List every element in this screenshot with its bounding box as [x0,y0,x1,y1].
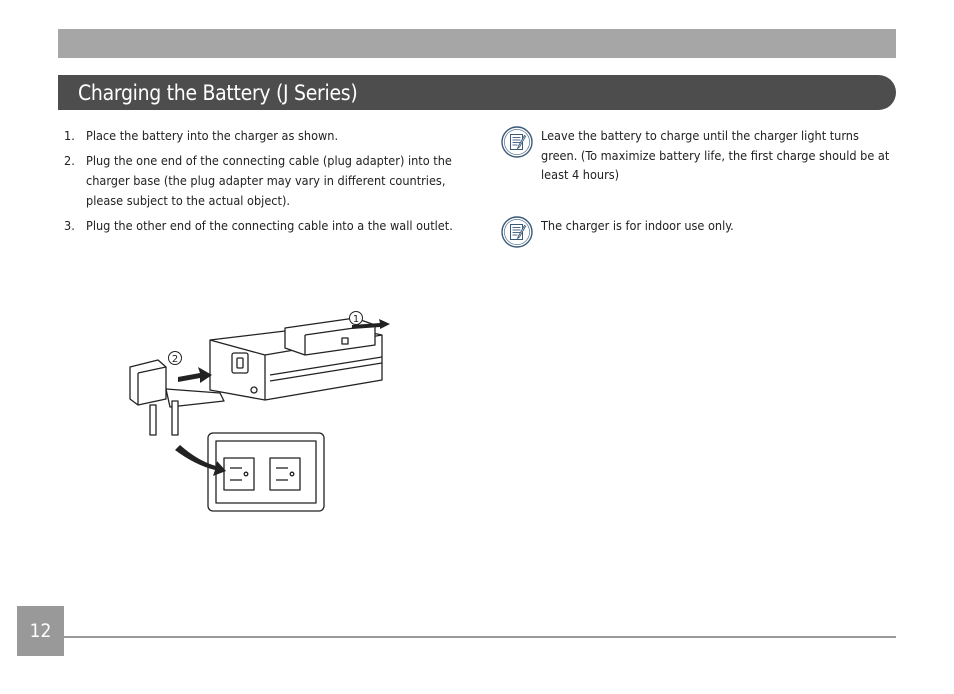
note-block: Leave the battery to charge until the ch… [501,126,893,185]
callout-circle-2 [168,351,182,365]
instruction-list: 1. Place the battery into the charger as… [64,126,454,241]
note-block: The charger is for indoor use only. [501,216,893,248]
note-text: The charger is for indoor use only. [541,218,734,233]
wall-outlet [207,432,325,512]
page-number-box: 12 [17,606,64,656]
callout-label-1: 1 [353,314,359,325]
memo-note-icon [501,126,533,158]
footer-rule [64,636,896,638]
step-text: Place the battery into the charger as sh… [86,128,339,143]
step-text: Plug the one end of the connecting cable… [86,153,452,208]
arrow-icon [352,319,390,329]
list-item: 2. Plug the one end of the connecting ca… [64,151,454,211]
step-number: 1. [64,128,75,143]
step-number: 3. [64,218,75,233]
header-band [58,29,896,58]
arrow-icon [175,445,226,476]
charger-illustration: 1 2 [129,311,390,512]
page-title: Charging the Battery (J Series) [78,80,358,105]
arrow-icon [178,367,212,383]
plug-adapter [129,359,225,436]
list-item: 1. Place the battery into the charger as… [64,126,454,146]
step-number: 2. [64,153,75,168]
memo-note-icon [501,216,533,248]
list-item: 3. Plug the other end of the connecting … [64,216,454,236]
note-text: Leave the battery to charge until the ch… [541,128,890,182]
section-title-bar: Charging the Battery (J Series) [58,75,896,110]
callout-label-2: 2 [172,354,178,365]
page-number: 12 [29,620,52,642]
callout-circle-1 [349,311,363,325]
step-text: Plug the other end of the connecting cab… [86,218,453,233]
